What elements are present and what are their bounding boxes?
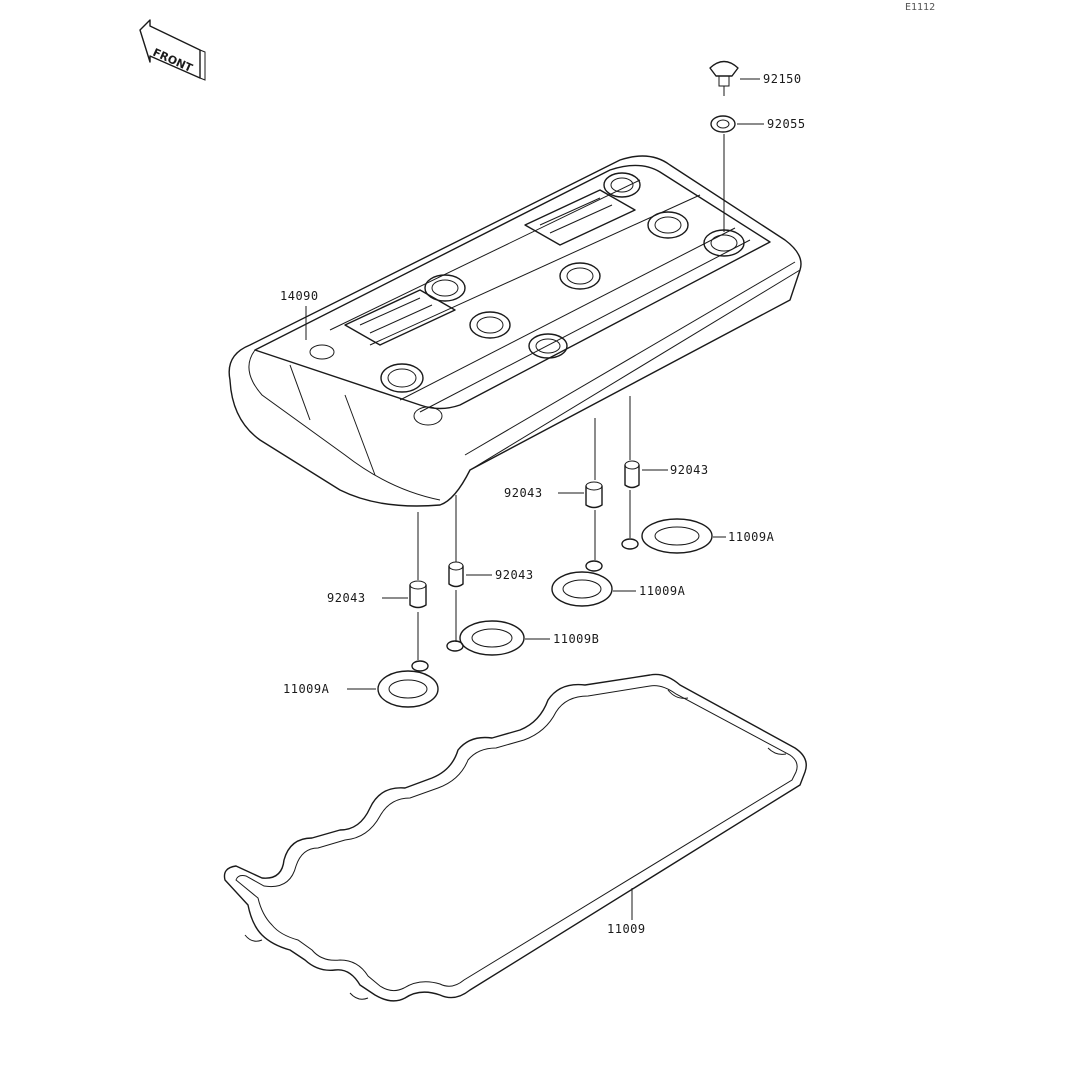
part-label-11009: 11009	[607, 922, 646, 936]
part-label-92043-a: 92043	[670, 463, 709, 477]
grommet-11009b	[446, 620, 525, 656]
front-marker-label: FRONT	[151, 46, 195, 75]
part-label-11009b: 11009B	[553, 632, 599, 646]
diagram-ref-code: E1112	[905, 2, 935, 13]
collar-92043-front-left	[409, 580, 427, 609]
part-label-92043-b: 92043	[504, 486, 543, 500]
grommet-11009a-mid	[551, 560, 613, 607]
part-label-11009a-right: 11009A	[728, 530, 775, 544]
collar-92043-front-right	[448, 561, 464, 588]
part-label-92043-c: 92043	[495, 568, 534, 582]
part-label-92043-d: 92043	[327, 591, 366, 605]
part-label-11009a-left: 11009A	[283, 682, 330, 696]
part-label-14090: 14090	[280, 289, 319, 303]
front-arrow-icon: FRONT	[139, 19, 206, 81]
cylinder-head-cover	[228, 155, 802, 507]
bolt-92150	[709, 60, 739, 96]
grommet-11009a-left	[377, 660, 439, 708]
part-label-11009a-mid: 11009A	[639, 584, 686, 598]
head-cover-gasket	[223, 673, 807, 1002]
grommet-11009a-right	[621, 518, 713, 554]
washer-92055	[710, 115, 736, 133]
collar-92043-right	[624, 460, 640, 489]
part-label-92055: 92055	[767, 117, 806, 131]
collar-92043-mid	[585, 481, 603, 509]
part-label-92150: 92150	[763, 72, 802, 86]
